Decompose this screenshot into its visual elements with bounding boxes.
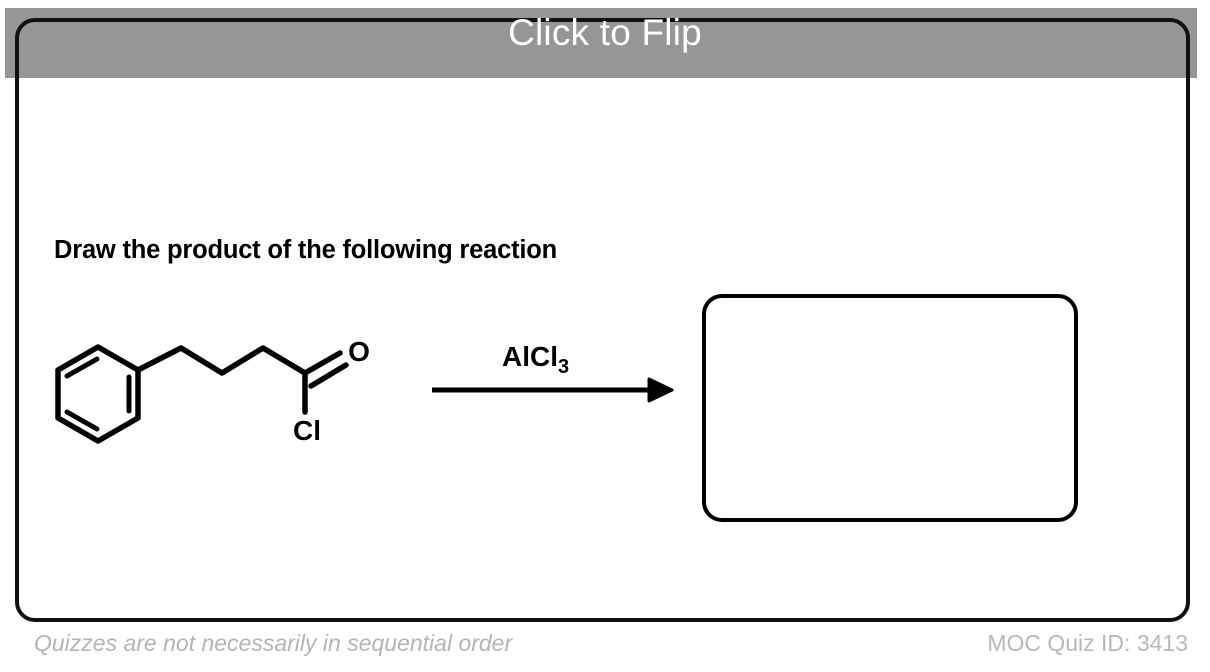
- footer-note: Quizzes are not necessarily in sequentia…: [34, 630, 513, 656]
- footer: Quizzes are not necessarily in sequentia…: [0, 626, 1210, 672]
- chlorine-atom-label: Cl: [293, 415, 321, 446]
- card-outline: [15, 18, 1190, 622]
- oxygen-atom-label: O: [348, 336, 370, 367]
- carbonyl-double-bond-b: [308, 362, 349, 389]
- card-body: Draw the product of the following reacti…: [15, 78, 1190, 622]
- quiz-id-label: MOC Quiz ID: 3413: [987, 630, 1188, 656]
- prompt-text: Draw the product of the following reacti…: [54, 236, 558, 264]
- right-arrow-icon: [432, 377, 674, 403]
- reaction-scheme: O Cl AlCl3: [15, 78, 1190, 622]
- benzene-double-bond-2: [64, 409, 100, 432]
- alkyl-chain: [135, 345, 308, 376]
- starting-material-structure: [55, 344, 349, 444]
- reagent-label: AlCl3: [502, 341, 569, 378]
- carbonyl-double-bond-a: [302, 350, 343, 376]
- answer-drawing-box[interactable]: [702, 294, 1078, 522]
- benzene-double-bond-1: [64, 356, 100, 379]
